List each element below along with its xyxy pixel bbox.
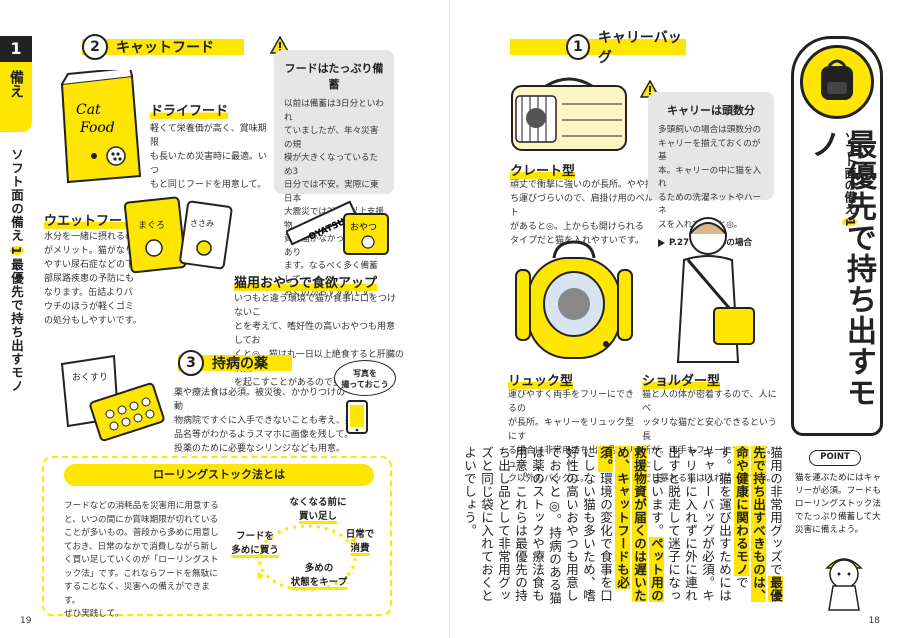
running-title-part1: ソフト面の備え (9, 148, 24, 243)
backpack-carrier-illustration (515, 240, 633, 359)
wet-food-text: 水分を一緒に摂れるのがメリット。猫がなりやすい尿石症などの下部尿路疾患の予防にも… (44, 232, 142, 326)
section-medicine-heading: 3 持病の薬 (178, 348, 292, 378)
rolling-stock-title: ローリングストック法とは (64, 464, 374, 486)
chapter-title-panel: ソフト面の備え1 最優先で持ち出すモノ (791, 36, 883, 436)
wet-food-pouches-illustration: まぐろ ささみ (124, 196, 233, 274)
cat-snack-illustration: OYATSU おやつ (286, 200, 389, 255)
pouch-label-1: まぐろ (138, 220, 165, 231)
cycle-step-top: なくなる前に買い足し (289, 497, 347, 522)
photo-speech-bubble: 写真を撮っておこう (334, 360, 396, 396)
note-title: キャリーは頭数分 (667, 104, 755, 117)
running-title-part2: 最優先で持ち出すモノ (9, 258, 24, 394)
medicine-illustration: おくすり (60, 354, 165, 442)
wet-food-title: ウエットフード (44, 214, 136, 229)
section-number: 2 (82, 34, 108, 60)
section-title: キャリーバッグ (597, 30, 682, 66)
right-page: 1 キャリーバッグ クレート型 頑丈で衝撃に強いのが長所。やや持ち運びづらいので… (450, 0, 900, 638)
rolling-stock-text: フードなどの消耗品を災害用に用意すると、いつの間にか賞味期限が切れていることが多… (64, 501, 219, 619)
running-title: ソフト面の備え 1 最優先で持ち出すモノ (7, 148, 26, 393)
panel-subtitle: ソフト面の備え1 (842, 131, 857, 227)
chapter-label: 備え (8, 70, 24, 98)
smartphone-icon (346, 400, 368, 434)
snack-title: 猫用おやつで食欲アップ (234, 276, 378, 291)
crate-text: 頑丈で衝撃に強いのが長所。やや持ち運びづらいので、肩掛け用のベルトがあると◎。上… (510, 180, 655, 246)
rolling-cycle-arrows (257, 524, 357, 592)
backpack-title: リュック型 (508, 374, 574, 389)
section-number: 3 (178, 350, 204, 376)
point-tag: POINT (809, 450, 861, 466)
section-title: 持病の薬 (212, 356, 268, 372)
note-title: フードはたっぷり備蓄 (284, 62, 384, 91)
catfood-label-2: Food (79, 120, 115, 136)
section-catfood-heading: 2 キャットフード (82, 32, 244, 62)
medicine-text: 薬や療法食は必須。被災後、かかりつけの動物病院ですぐに入手できないことも考え、薬… (174, 388, 355, 454)
catfood-label-1: Cat (76, 102, 101, 118)
section-carrier-heading: 1 キャリーバッグ (510, 30, 686, 66)
pouch-label-2: ささみ (190, 219, 214, 228)
point-box: POINT 猫を運ぶためにはキャリーが必須。フードもローリングストック法でたっぷ… (795, 450, 885, 620)
panel-title: 最優先で持ち出すモノ (805, 129, 876, 408)
page-number-left: 19 (20, 616, 32, 626)
chapter-number: 1 (0, 36, 32, 62)
chapter-tab: 1 備え (0, 36, 32, 132)
medicine-bag-label: おくすり (72, 372, 108, 383)
shoulder-carrier-illustration (676, 217, 755, 363)
section-number: 1 (566, 34, 590, 60)
rolling-stock-box: ローリングストック法とは フードなどの消耗品を災害用に用意すると、いつの間にか賞… (42, 456, 392, 619)
running-title-number: 1 (9, 245, 24, 256)
cycle-step-bottom: 多めの状態をキープ (290, 563, 348, 588)
arrow-right-icon (658, 238, 665, 247)
carrier-count-note: キャリーは頭数分 多頭飼いの場合は頭数分のキャリーを揃えておくのが基本。キャリー… (648, 92, 774, 248)
food-stock-note: フードはたっぷり備蓄 以前は備蓄は3日分といわれていましたが、年々災害の規模が大… (274, 50, 394, 298)
left-page: 1 備え ソフト面の備え 1 最優先で持ち出すモノ 2 キャットフード Cat Fo… (0, 32, 404, 626)
crate-title: クレート型 (510, 164, 576, 179)
backpack-text: 運びやすく両手をフリーにできるのが長所。キャリーをリュック型にする場合は非常用持… (508, 390, 635, 484)
dry-food-title: ドライフード (150, 104, 229, 119)
snack-pack-text: おやつ (350, 222, 377, 233)
dry-food-text: 軽くて栄養価が高く、賞味期限も長いため災害時に最適。いつもと同じフードを用意して… (150, 124, 268, 190)
cycle-step-left: フードを多めに買う (231, 531, 279, 556)
point-text: 猫を運ぶためにはキャリーが必須。フードもローリングストック法でたっぷり備蓄して大… (795, 473, 881, 535)
catfood-bag-illustration: Cat Food (60, 70, 142, 184)
page-number-right: 18 (868, 616, 880, 626)
main-body-text: 猫用の非常用グッズで最優先で持ち出すべきものは、命や健康に関わるモノです。猫を運… (462, 446, 783, 605)
cat-mascot-illustration (825, 558, 863, 611)
cycle-step-right: 日常で消費 (345, 529, 375, 554)
backpack-icon (800, 45, 874, 119)
crate-carrier-illustration (511, 77, 627, 151)
shoulder-title: ショルダー型 (642, 374, 721, 389)
section-title: キャットフード (116, 40, 214, 56)
